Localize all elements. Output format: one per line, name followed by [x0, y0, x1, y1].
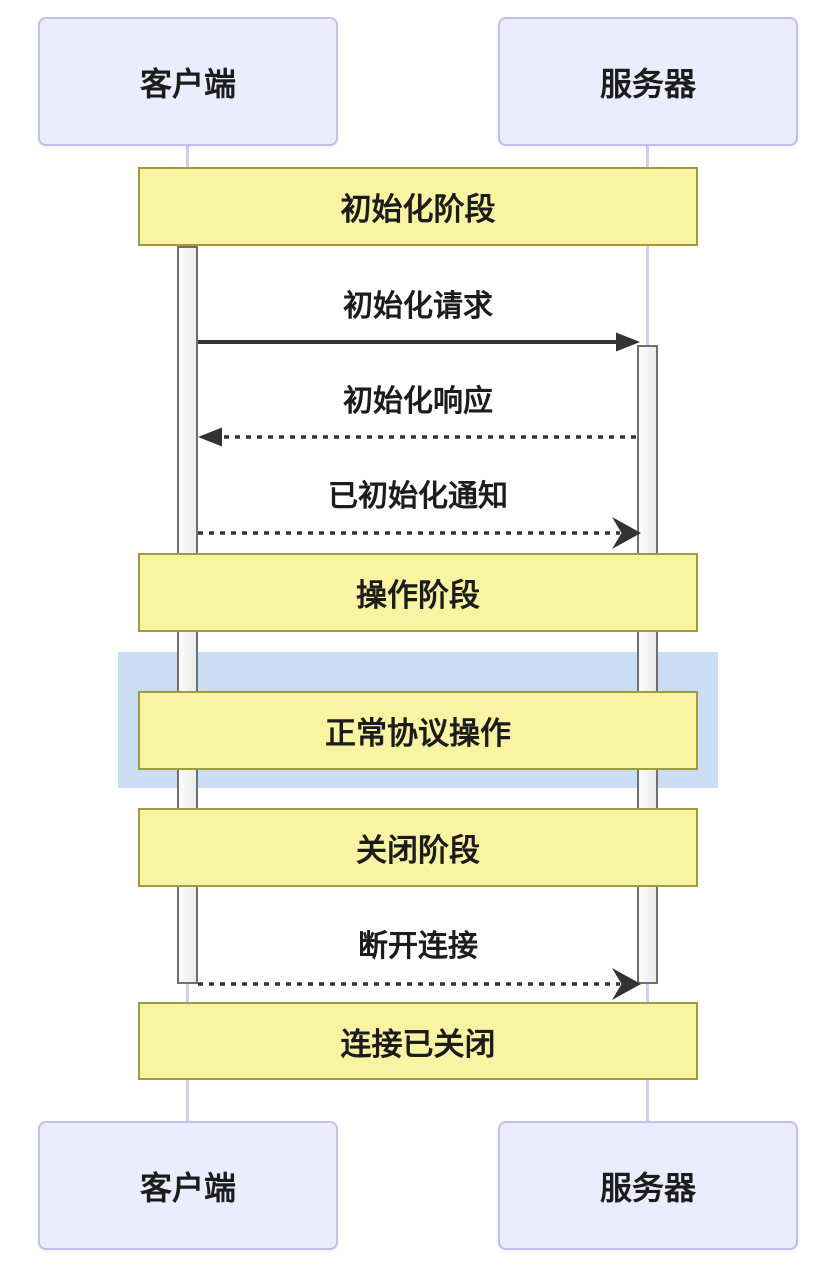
phase-banner-initialization: 初始化阶段 [138, 167, 698, 246]
actor-server-top: 服务器 [498, 17, 798, 146]
phase-banner-close: 关闭阶段 [138, 808, 698, 887]
phase-banner-normal-protocol-operation: 正常协议操作 [138, 691, 698, 770]
arrow-init-request [198, 332, 640, 352]
message-label-initialized-notify: 已初始化通知 [328, 480, 508, 513]
actor-client-bottom: 客户端 [38, 1121, 338, 1250]
arrow-init-response [198, 427, 636, 447]
phase-banner-operation: 操作阶段 [138, 553, 698, 632]
message-label-init-request: 初始化请求 [343, 290, 493, 323]
phase-banner-connection-closed: 连接已关闭 [138, 1002, 698, 1080]
message-label-disconnect: 断开连接 [358, 930, 478, 963]
message-label-init-response: 初始化响应 [343, 385, 493, 418]
arrow-initialized-notify [198, 517, 641, 549]
actor-server-bottom: 服务器 [498, 1121, 798, 1250]
actor-client-top: 客户端 [38, 17, 338, 146]
arrow-disconnect [198, 968, 641, 1000]
